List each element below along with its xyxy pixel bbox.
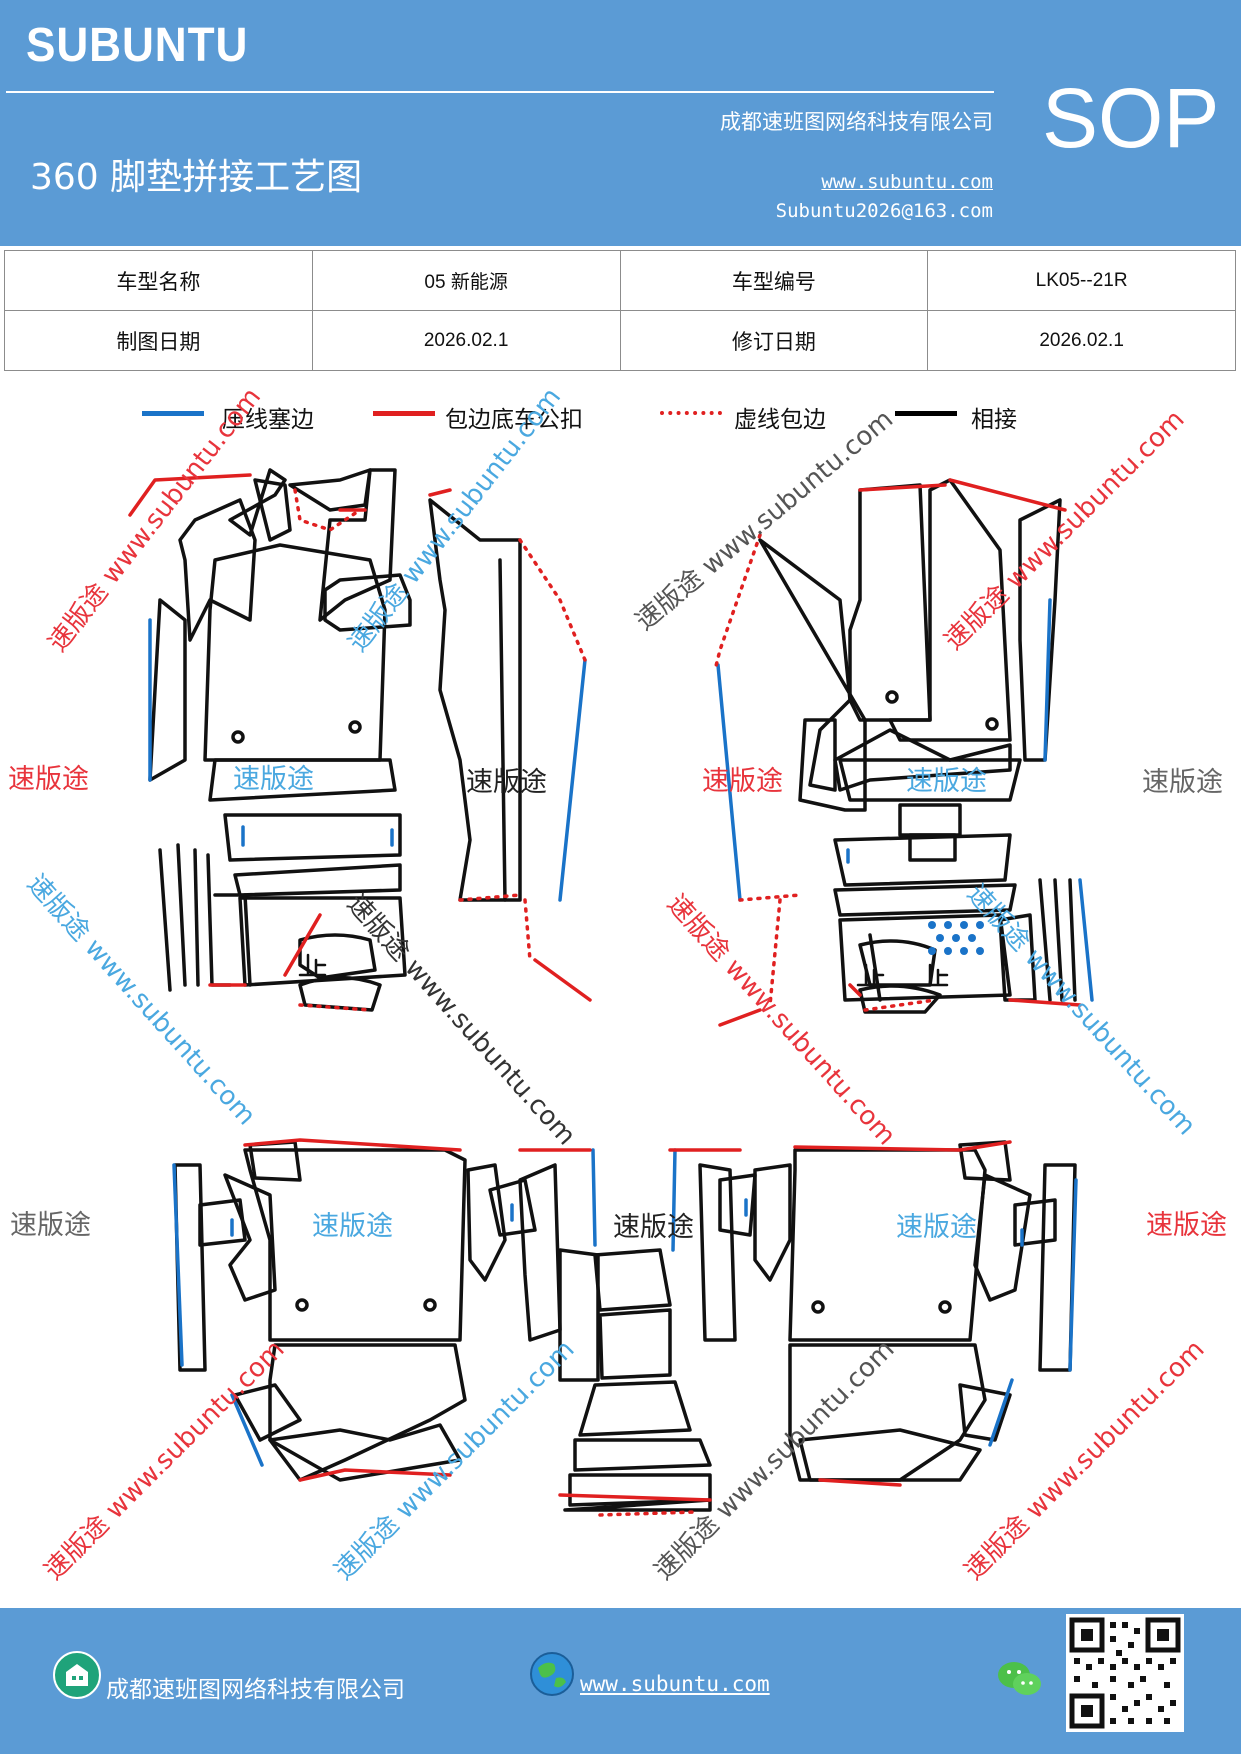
model-code-label: 车型编号 xyxy=(619,250,929,311)
table-row: 制图日期 2026.02.1 修订日期 2026.02.1 xyxy=(4,310,1236,371)
watermark: 速版途 xyxy=(10,1210,91,1241)
watermark: 速版途 xyxy=(896,1212,977,1243)
website-link[interactable]: www.subuntu.com xyxy=(821,171,993,193)
watermark: 速版途 xyxy=(312,1211,393,1242)
legend-swatch xyxy=(373,411,435,416)
watermark: 速版途 xyxy=(906,766,987,797)
model-name-value: 05 新能源 xyxy=(311,250,621,311)
draw-date-label: 制图日期 xyxy=(4,310,313,371)
qr-code-image xyxy=(1069,1617,1181,1729)
watermark: 速版途 xyxy=(702,766,783,797)
doc-type-label: SOP xyxy=(1042,71,1220,165)
footer-banner: 成都速班图网络科技有限公司 www.subuntu.com xyxy=(0,1608,1241,1754)
legend-label: 包边底车公扣 xyxy=(445,407,583,433)
model-code-value: LK05--21R xyxy=(927,250,1236,311)
legend-swatch xyxy=(895,411,957,416)
model-name-label: 车型名称 xyxy=(4,250,313,311)
globe-icon xyxy=(530,1652,574,1696)
revise-date-label: 修订日期 xyxy=(619,310,929,371)
footer-company: 成都速班图网络科技有限公司 xyxy=(106,1677,405,1703)
footer-website-link[interactable]: www.subuntu.com xyxy=(580,1672,770,1696)
email-link[interactable]: Subuntu2026@163.com xyxy=(775,200,993,222)
info-table: 车型名称 05 新能源 车型编号 LK05--21R 制图日期 2026.02.… xyxy=(4,250,1236,371)
header-divider xyxy=(6,91,994,93)
watermark: 速版途 xyxy=(1146,1210,1227,1241)
qr-code[interactable] xyxy=(1066,1614,1184,1732)
watermark: 速版途 xyxy=(613,1212,694,1243)
table-row: 车型名称 05 新能源 车型编号 LK05--21R xyxy=(4,250,1236,311)
legend-label: 虚线包边 xyxy=(734,407,826,433)
legend-swatch xyxy=(660,411,722,415)
company-name: 成都速班图网络科技有限公司 xyxy=(720,110,993,134)
watermark: 速版途 xyxy=(8,764,89,795)
wechat-icon[interactable] xyxy=(996,1658,1044,1700)
header-banner: SUBUNTU 360 脚垫拼接工艺图 成都速班图网络科技有限公司 www.su… xyxy=(0,0,1241,246)
legend-label: 相接 xyxy=(971,407,1017,433)
watermark: 速版途 xyxy=(1142,767,1223,798)
revise-date-value: 2026.02.1 xyxy=(927,310,1236,371)
legend-label: 压线塞边 xyxy=(222,407,314,433)
page-title: 360 脚垫拼接工艺图 xyxy=(30,157,363,198)
watermark: 速版途 xyxy=(466,767,547,798)
legend-swatch xyxy=(142,411,204,416)
watermark: 速版途 xyxy=(233,764,314,795)
building-icon xyxy=(53,1651,101,1699)
draw-date-value: 2026.02.1 xyxy=(311,310,621,371)
brand-logo: SUBUNTU xyxy=(26,19,249,72)
